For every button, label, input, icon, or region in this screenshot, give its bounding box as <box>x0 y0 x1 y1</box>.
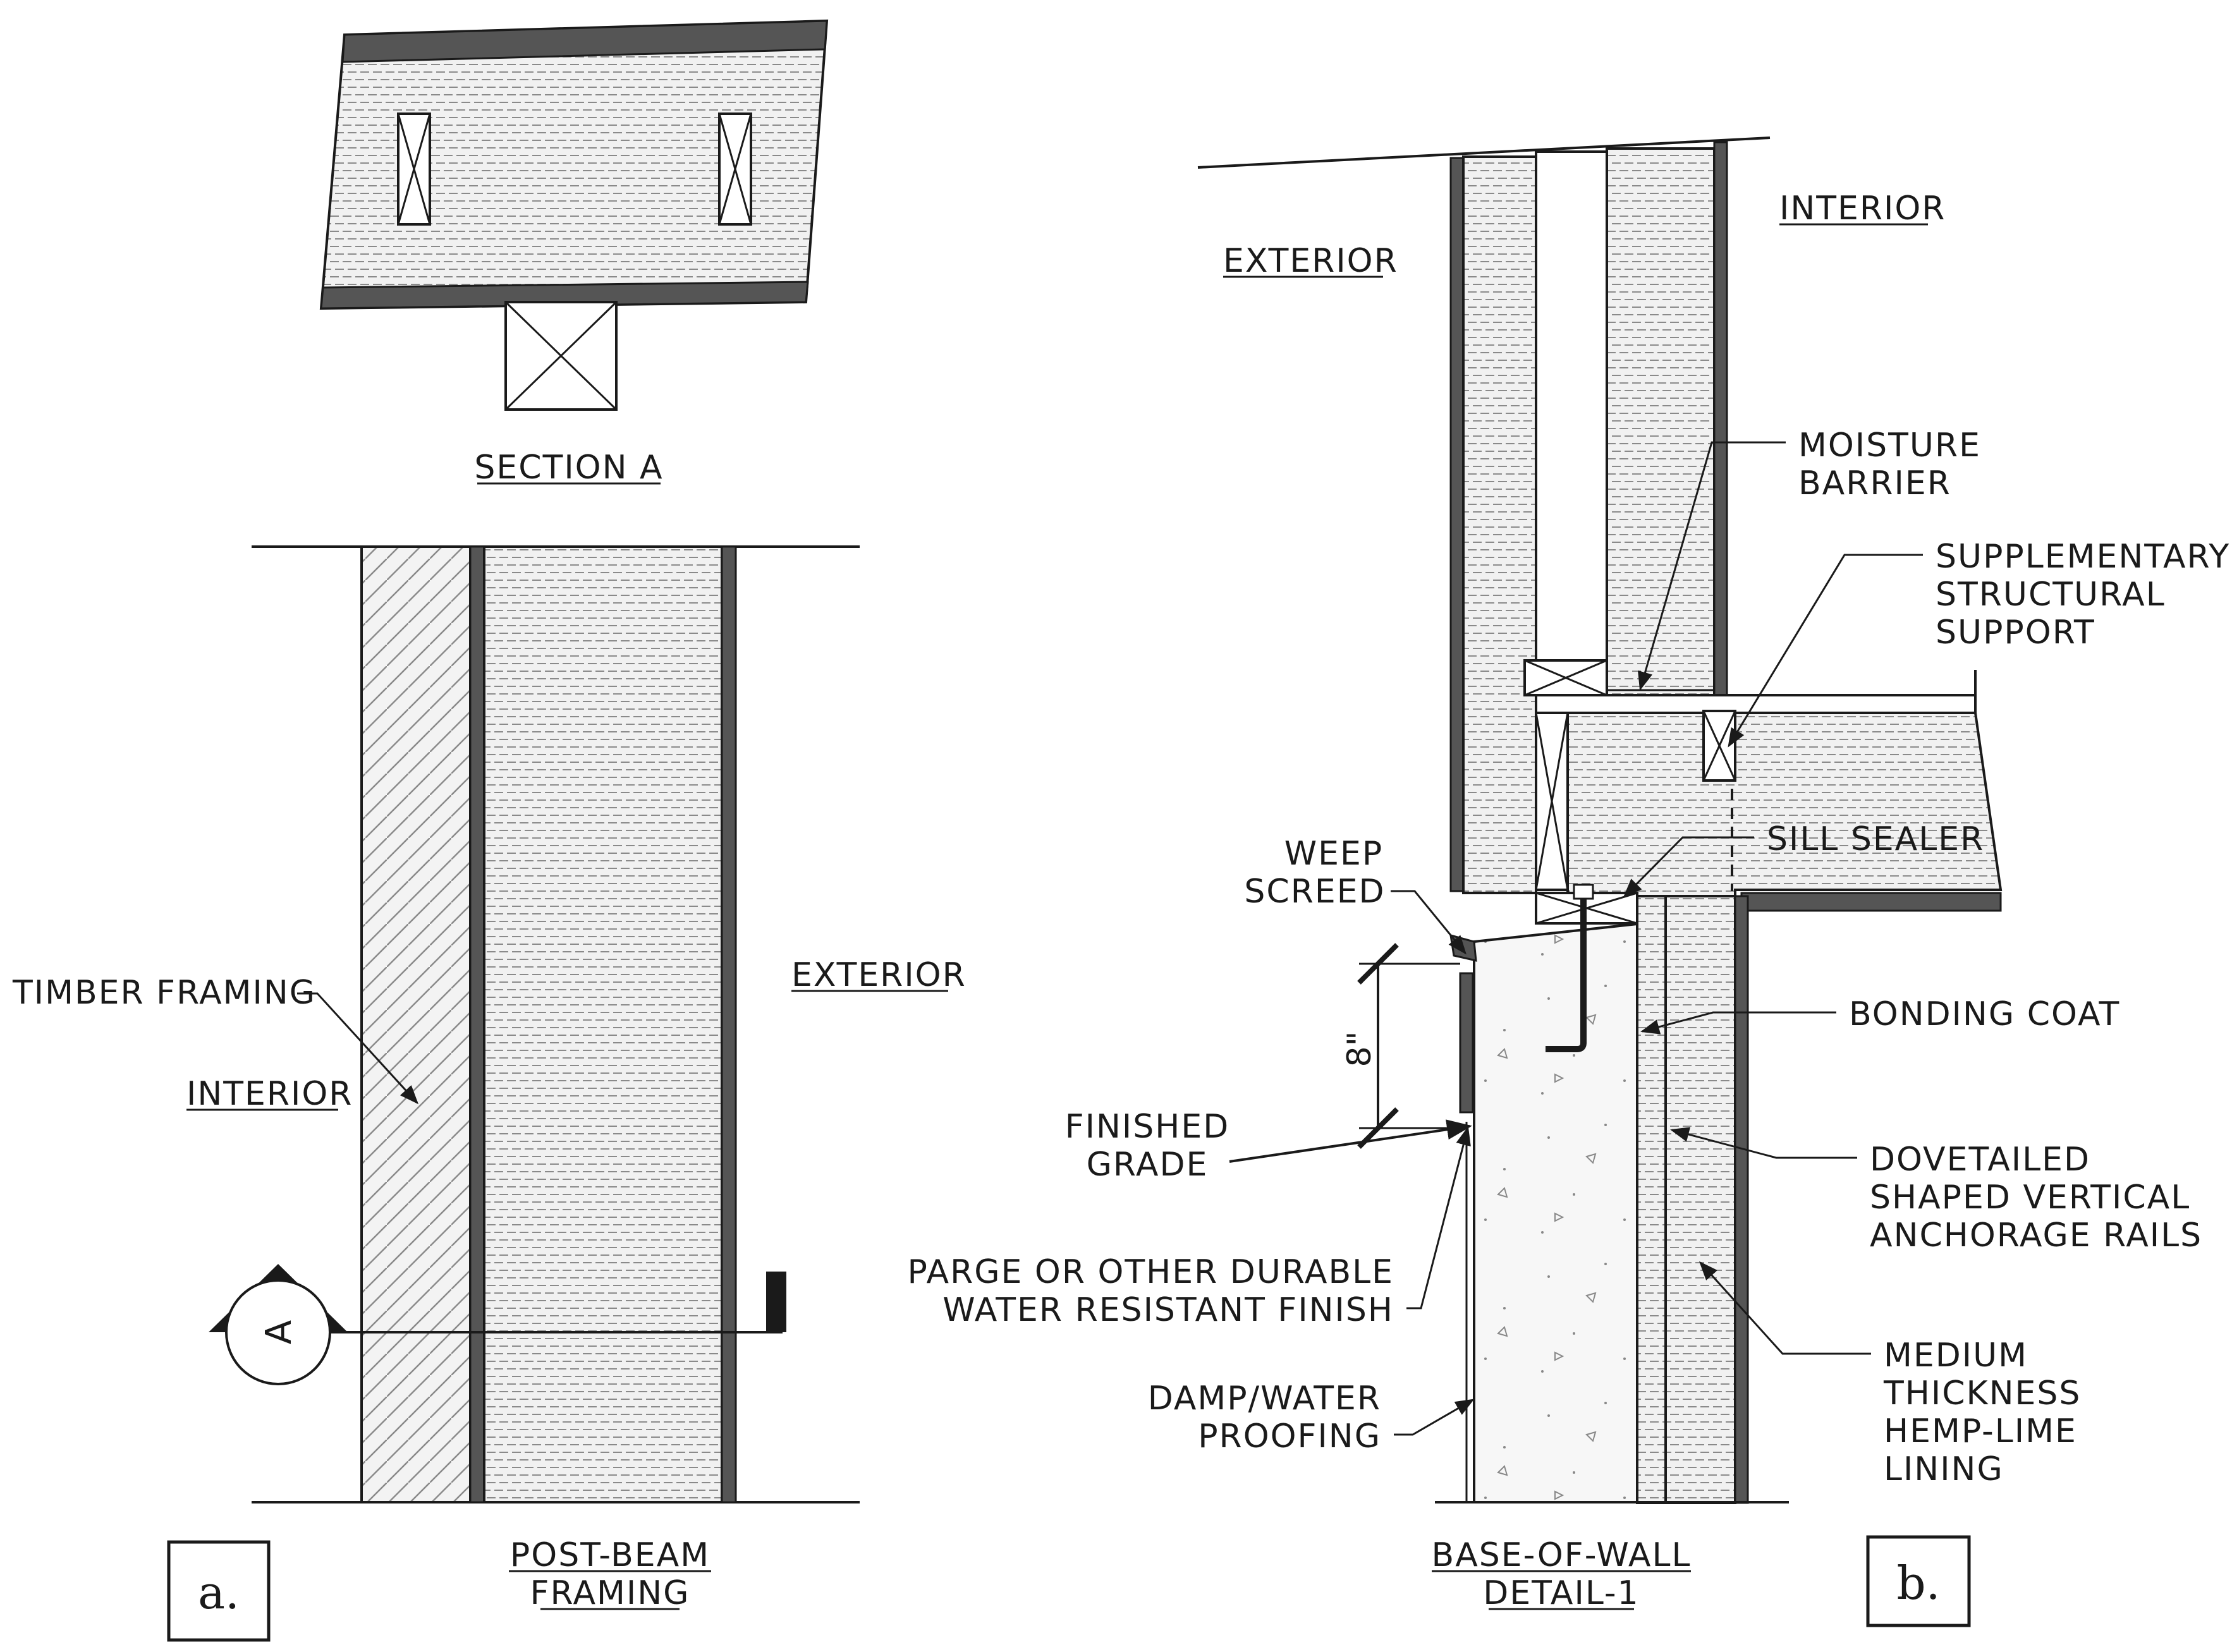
finished-grade-label-2: GRADE <box>1087 1146 1209 1184</box>
panel-b-box <box>1866 1535 1971 1627</box>
moisture-barrier-label-1: MOISTURE <box>1798 427 1981 465</box>
damp-label-1: DAMP/WATER <box>1148 1380 1381 1418</box>
exterior-label-a: EXTERIOR <box>791 956 967 994</box>
section-marker-label: A <box>259 1320 300 1344</box>
timber-framing-label: TIMBER FRAMING <box>12 974 316 1012</box>
panel-a-letter: a. <box>198 1566 240 1619</box>
interior-label-a: INTERIOR <box>186 1075 353 1113</box>
foundation <box>1435 884 1789 1504</box>
panel-b-letter: b. <box>1897 1557 1941 1610</box>
moisture-barrier-label-2: BARRIER <box>1798 465 1951 502</box>
weep-screed-label-2: SCREED <box>1244 873 1385 911</box>
post-beam-elevation <box>252 545 860 1503</box>
interior-label-b: INTERIOR <box>1779 190 1946 228</box>
supplementary-label-3: SUPPORT <box>1936 614 2095 652</box>
parge-label-2: WATER RESISTANT FINISH <box>942 1291 1394 1329</box>
damp-label-2: PROOFING <box>1198 1418 1381 1455</box>
finished-grade-label-1: FINISHED <box>1065 1108 1230 1146</box>
base-of-wall-title-1: BASE-OF-WALL <box>1432 1536 1692 1574</box>
dimension-8in: 8" <box>1341 943 1460 1149</box>
section-a-plan <box>319 19 829 411</box>
dimension-label: 8" <box>1341 1031 1379 1067</box>
section-marker-a: A <box>209 1264 348 1385</box>
post-beam-title-2: FRAMING <box>530 1574 690 1612</box>
medium-label-2: THICKNESS <box>1883 1375 2081 1412</box>
supplementary-label-1: SUPPLEMENTARY <box>1936 538 2230 576</box>
base-of-wall-title-2: DETAIL-1 <box>1483 1574 1639 1612</box>
dovetailed-label-2: SHAPED VERTICAL <box>1870 1179 2190 1217</box>
section-a-title: SECTION A <box>474 449 663 487</box>
medium-label-3: HEMP-LIME <box>1884 1412 2077 1450</box>
dovetailed-label-1: DOVETAILED <box>1870 1141 2090 1179</box>
panel-a-box <box>167 1540 271 1642</box>
exterior-label-b: EXTERIOR <box>1223 242 1398 280</box>
medium-label-1: MEDIUM <box>1884 1337 2028 1375</box>
floor-joist <box>1535 670 2003 925</box>
parge-label-1: PARGE OR OTHER DURABLE <box>907 1253 1394 1291</box>
post-beam-title-1: POST-BEAM <box>510 1536 710 1574</box>
weep-screed-label-1: WEEP <box>1284 835 1383 873</box>
medium-label-4: LINING <box>1884 1450 2004 1488</box>
bonding-coat-label: BONDING COAT <box>1849 995 2120 1033</box>
panel-b: 8" EXTERIOR INTERIOR MOISTURE BARRIER SU… <box>907 137 2230 1627</box>
sill-sealer-label: SILL SEALER <box>1767 820 1984 858</box>
supplementary-label-2: STRUCTURAL <box>1936 576 2166 614</box>
panel-a: SECTION A A TIMBER FRAMING INTERIOR EXTE… <box>12 19 967 1642</box>
dovetailed-label-3: ANCHORAGE RAILS <box>1870 1217 2202 1254</box>
